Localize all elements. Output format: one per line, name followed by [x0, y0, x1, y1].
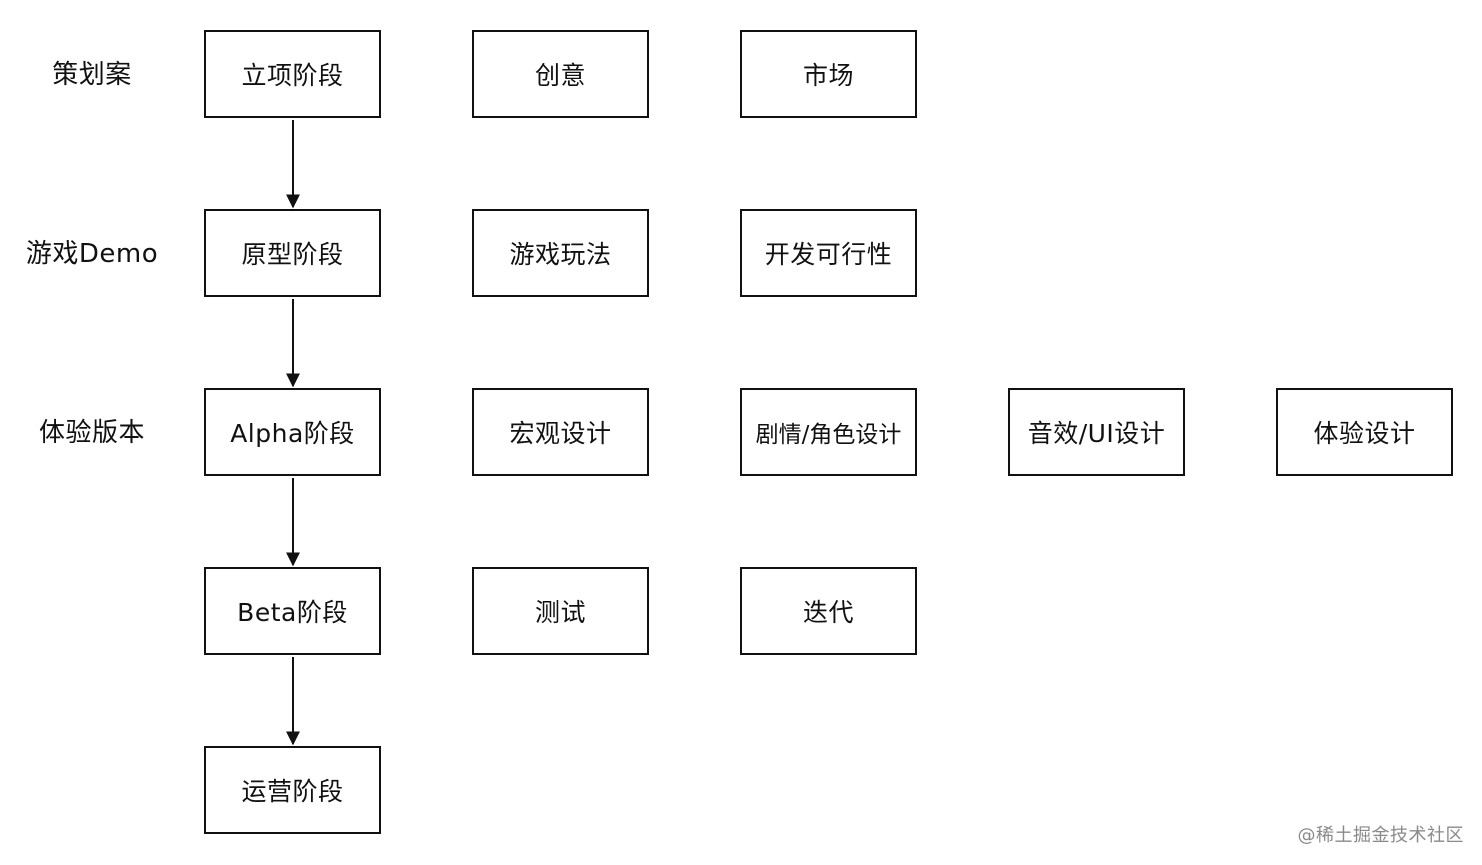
stage-box-operation: 运营阶段 [204, 746, 381, 834]
item-box-market: 市场 [740, 30, 917, 118]
row-label-trial: 体验版本 [38, 418, 145, 448]
item-box-macro-design: 宏观设计 [472, 388, 649, 476]
item-box-feasibility: 开发可行性 [740, 209, 917, 297]
item-box-gameplay: 游戏玩法 [472, 209, 649, 297]
row-label-demo: 游戏Demo [25, 239, 159, 269]
item-box-story-character-design: 剧情/角色设计 [740, 388, 917, 476]
stage-box-alpha: Alpha阶段 [204, 388, 381, 476]
item-box-audio-ui-design: 音效/UI设计 [1008, 388, 1185, 476]
stage-box-initiation: 立项阶段 [204, 30, 381, 118]
stage-box-prototype: 原型阶段 [204, 209, 381, 297]
item-box-creativity: 创意 [472, 30, 649, 118]
row-label-plan: 策划案 [52, 60, 132, 90]
watermark-text: @稀土掘金技术社区 [1297, 825, 1464, 846]
item-box-experience-design: 体验设计 [1276, 388, 1453, 476]
item-box-testing: 测试 [472, 567, 649, 655]
item-box-iteration: 迭代 [740, 567, 917, 655]
stage-box-beta: Beta阶段 [204, 567, 381, 655]
